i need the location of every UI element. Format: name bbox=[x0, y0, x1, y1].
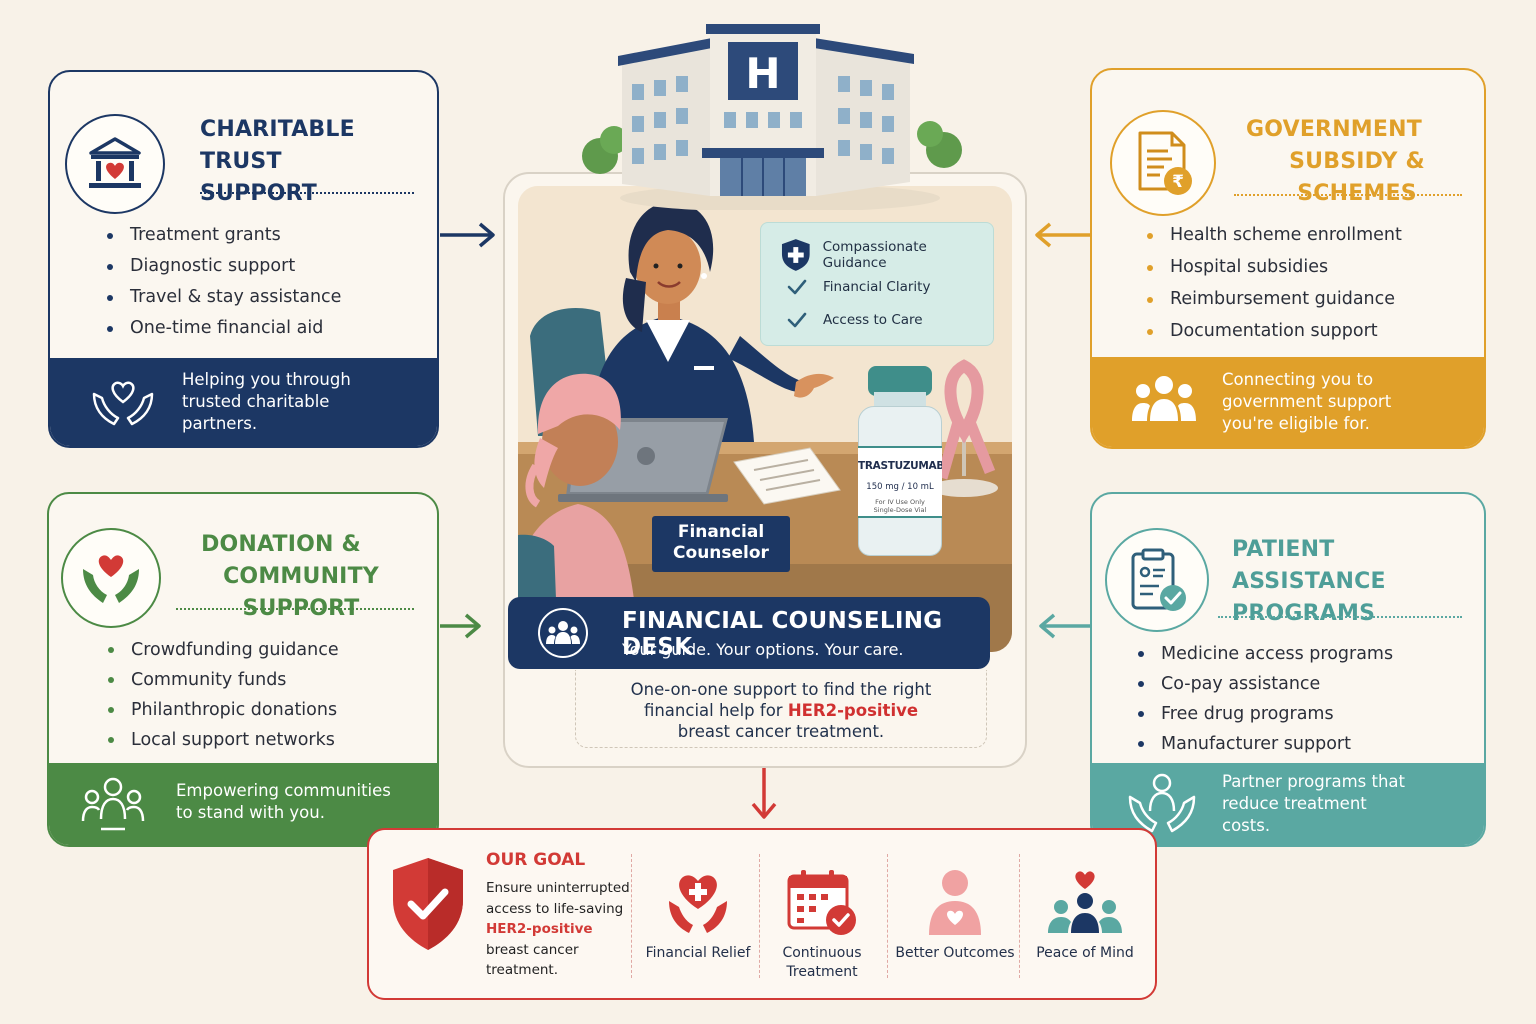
vial-dose: 150 mg / 10 mL bbox=[866, 482, 934, 492]
band-text: Partner programs that reduce treatment c… bbox=[1222, 772, 1405, 835]
list-item: Local support networks bbox=[108, 725, 339, 755]
shield-check-icon bbox=[393, 858, 463, 950]
counselor-nameplate: Financial Counselor bbox=[652, 516, 790, 572]
calendar-check-icon bbox=[761, 864, 883, 940]
list-item: Hospital subsidies bbox=[1147, 252, 1402, 283]
shield-plus-icon bbox=[781, 239, 810, 271]
separator bbox=[759, 854, 760, 978]
government-list: Health scheme enrollment Hospital subsid… bbox=[1147, 220, 1402, 347]
card-band: Partner programs that reduce treatment c… bbox=[1092, 763, 1484, 845]
heart-plus-hands-icon bbox=[639, 864, 757, 940]
people-group-icon bbox=[1130, 371, 1198, 429]
charitable-trust-card: CHARITABLE TRUST SUPPORT Treatment grant… bbox=[48, 70, 439, 448]
arrow-left-icon bbox=[1039, 613, 1090, 639]
people-circle-icon bbox=[538, 608, 588, 658]
desk-note: One-on-one support to find the right fin… bbox=[575, 670, 987, 748]
donation-community-card: DONATION & COMMUNITY SUPPORT Crowdfundin… bbox=[47, 492, 439, 847]
arrow-left-icon bbox=[1035, 222, 1090, 248]
goal-item-financial-relief: Financial Relief bbox=[639, 864, 757, 963]
card-title: CHARITABLE TRUST SUPPORT bbox=[200, 117, 355, 206]
card-title: DONATION & COMMUNITY SUPPORT bbox=[201, 532, 379, 621]
divider bbox=[176, 608, 414, 610]
list-item: Medicine access programs bbox=[1138, 639, 1393, 669]
goal-item-peace-of-mind: Peace of Mind bbox=[1025, 864, 1145, 963]
svg-text:₹: ₹ bbox=[1172, 172, 1184, 192]
separator bbox=[887, 854, 888, 978]
card-band: Connecting you to government support you… bbox=[1092, 357, 1484, 447]
government-card: ₹ GOVERNMENT SUBSIDY & SCHEMES Health sc… bbox=[1090, 68, 1486, 449]
hospital-building-icon: H bbox=[582, 24, 962, 210]
goal-item-continuous-treatment: Continuous Treatment bbox=[761, 864, 883, 982]
arrow-right-icon bbox=[440, 222, 495, 248]
list-item: Free drug programs bbox=[1138, 699, 1393, 729]
check-icon bbox=[787, 279, 807, 295]
arrow-down-icon bbox=[751, 768, 777, 819]
guidance-row: Compassionate Guidance bbox=[761, 237, 993, 273]
list-item: One-time financial aid bbox=[107, 313, 341, 344]
guidance-card: Compassionate Guidance Financial Clarity… bbox=[760, 222, 994, 346]
list-item: Manufacturer support bbox=[1138, 729, 1393, 759]
heart-hands-icon bbox=[61, 528, 161, 628]
clipboard-check-icon bbox=[1105, 528, 1209, 632]
goal-item-better-outcomes: Better Outcomes bbox=[893, 864, 1017, 963]
list-item: Crowdfunding guidance bbox=[108, 635, 339, 665]
guidance-row: Access to Care bbox=[761, 312, 923, 328]
patient-list: Medicine access programs Co-pay assistan… bbox=[1138, 639, 1393, 759]
card-title: PATIENT ASSISTANCE PROGRAMS bbox=[1232, 537, 1386, 626]
vial-name: TRASTUZUMAB bbox=[858, 460, 942, 472]
list-item: Reimbursement guidance bbox=[1147, 284, 1402, 315]
list-item: Travel & stay assistance bbox=[107, 282, 341, 313]
family-heart-icon bbox=[1025, 864, 1145, 940]
our-goal-panel: OUR GOAL Ensure uninterrupted access to … bbox=[367, 828, 1157, 1000]
list-item: Philanthropic donations bbox=[108, 695, 339, 725]
band-text: Connecting you to government support you… bbox=[1222, 370, 1392, 433]
trastuzumab-vial: TRASTUZUMAB 150 mg / 10 mL For IV Use On… bbox=[858, 366, 942, 558]
list-item: Co-pay assistance bbox=[1138, 669, 1393, 699]
guidance-row: Financial Clarity bbox=[761, 279, 930, 295]
card-band: Helping you through trusted charitable p… bbox=[50, 358, 437, 446]
separator bbox=[1019, 854, 1020, 978]
desk-title: FINANCIAL COUNSELING DESK bbox=[622, 608, 943, 660]
divider bbox=[1234, 194, 1462, 196]
check-icon bbox=[787, 312, 807, 328]
desk-subtitle: Your guide. Your options. Your care. bbox=[622, 640, 904, 659]
document-rupee-icon: ₹ bbox=[1110, 110, 1216, 216]
divider bbox=[1218, 616, 1462, 618]
vial-note: Single-Dose Vial bbox=[873, 506, 927, 514]
list-item: Health scheme enrollment bbox=[1147, 220, 1402, 251]
list-item: Treatment grants bbox=[107, 220, 341, 251]
patient-assistance-card: PATIENT ASSISTANCE PROGRAMS Medicine acc… bbox=[1090, 492, 1486, 847]
goal-text: Ensure uninterrupted access to life-savi… bbox=[486, 880, 630, 978]
band-text: Empowering communities to stand with you… bbox=[176, 781, 391, 822]
band-text: Helping you through trusted charitable p… bbox=[182, 370, 351, 433]
divider bbox=[200, 192, 414, 194]
card-title: GOVERNMENT SUBSIDY & SCHEMES bbox=[1246, 117, 1425, 206]
vial-note: For IV Use Only bbox=[875, 498, 925, 506]
hands-heart-icon bbox=[88, 372, 158, 432]
community-icon bbox=[79, 775, 147, 833]
list-item: Community funds bbox=[108, 665, 339, 695]
list-item: Documentation support bbox=[1147, 316, 1402, 347]
person-heart-icon bbox=[893, 864, 1017, 940]
list-item: Diagnostic support bbox=[107, 251, 341, 282]
hands-person-icon bbox=[1126, 771, 1198, 835]
charitable-list: Treatment grants Diagnostic support Trav… bbox=[107, 220, 341, 344]
separator bbox=[631, 854, 632, 978]
financial-counseling-desk-banner: FINANCIAL COUNSELING DESK Your guide. Yo… bbox=[508, 597, 990, 669]
arrow-right-icon bbox=[440, 613, 481, 639]
goal-title: OUR GOAL bbox=[486, 850, 586, 870]
bank-heart-icon bbox=[65, 114, 165, 214]
donation-list: Crowdfunding guidance Community funds Ph… bbox=[108, 635, 339, 755]
hospital-sign: H bbox=[745, 49, 780, 98]
